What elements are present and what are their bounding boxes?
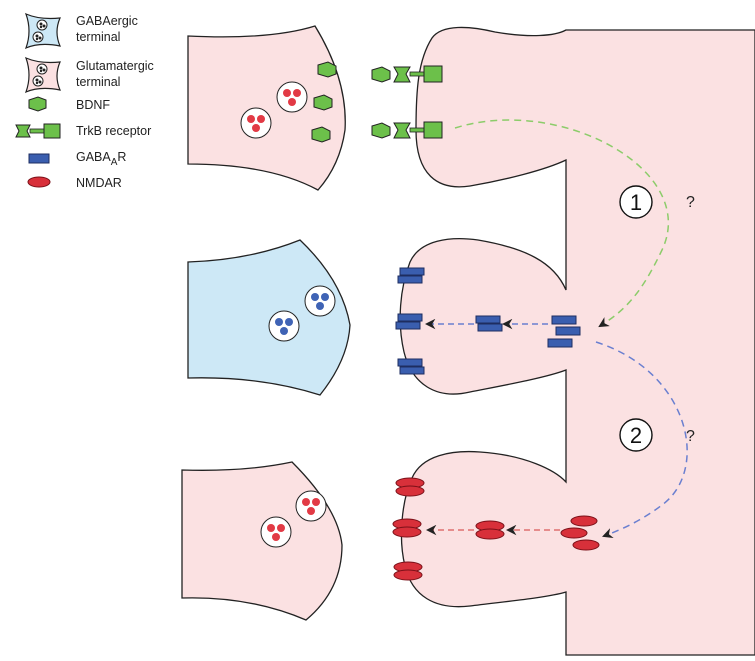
legend-glutamatergic-line2: terminal <box>76 75 120 89</box>
pathway-2-marker: 2 <box>619 418 653 452</box>
gabaar-membrane-bottom <box>397 358 425 375</box>
legend-gabaar: GABAAR <box>76 150 126 168</box>
gabaar-membrane-middle <box>395 313 423 330</box>
trkb-bdnf-complex-2 <box>371 121 443 139</box>
bdnf-molecule-2 <box>313 94 333 111</box>
trkb-receptor-icon <box>15 123 61 139</box>
pathway-2-number: 2 <box>630 423 642 448</box>
vesicle-glut-top-b <box>240 107 272 139</box>
legend: GABAergic terminal Glutamatergic termina… <box>15 12 154 190</box>
nmdar-membrane-middle <box>392 518 422 538</box>
pathway-1-arrow <box>454 119 670 328</box>
gabaar-trafficking <box>475 315 503 332</box>
nmdar-icon <box>27 176 51 188</box>
legend-bdnf: BDNF <box>76 98 110 112</box>
pathway-1-question: ? <box>686 194 695 211</box>
legend-glutamatergic-line1: Glutamatergic <box>76 59 154 73</box>
vesicle-gaba-a <box>304 285 336 317</box>
pathway-1-marker: 1 <box>619 185 653 219</box>
legend-trkb: TrkB receptor <box>76 124 151 138</box>
bdnf-molecule-3 <box>311 126 331 143</box>
nmdar-trafficking <box>475 520 505 540</box>
nmdar-membrane-bottom <box>393 561 423 581</box>
gabaergic-terminal-middle <box>187 239 351 396</box>
glutamatergic-terminal-top <box>187 25 346 191</box>
pathway-2-question: ? <box>686 428 695 445</box>
glutamatergic-terminal-icon <box>24 56 62 94</box>
legend-gabaergic-line2: terminal <box>76 30 120 44</box>
legend-nmdar: NMDAR <box>76 176 122 190</box>
pathway-1-number: 1 <box>630 190 642 215</box>
postsynaptic-neuron <box>399 26 755 656</box>
legend-gabaergic-line1: GABAergic <box>76 14 138 28</box>
gabaar-icon <box>28 153 50 164</box>
vesicle-gaba-b <box>268 310 300 342</box>
bdnf-icon <box>28 96 47 112</box>
nmdar-membrane-top <box>395 477 425 497</box>
vesicle-glut-bottom-a <box>295 490 327 522</box>
glutamatergic-terminal-bottom <box>181 461 343 621</box>
bdnf-molecule-1 <box>317 61 337 78</box>
gabaar-pool <box>547 315 581 348</box>
nmdar-pool <box>560 515 600 551</box>
vesicle-glut-top-a <box>276 81 308 113</box>
vesicle-glut-bottom-b <box>260 516 292 548</box>
gabaar-membrane-top <box>397 267 425 284</box>
gabaergic-terminal-icon <box>24 12 62 50</box>
pathway-2-arrow <box>595 341 688 539</box>
trkb-bdnf-complex-1 <box>371 65 443 83</box>
